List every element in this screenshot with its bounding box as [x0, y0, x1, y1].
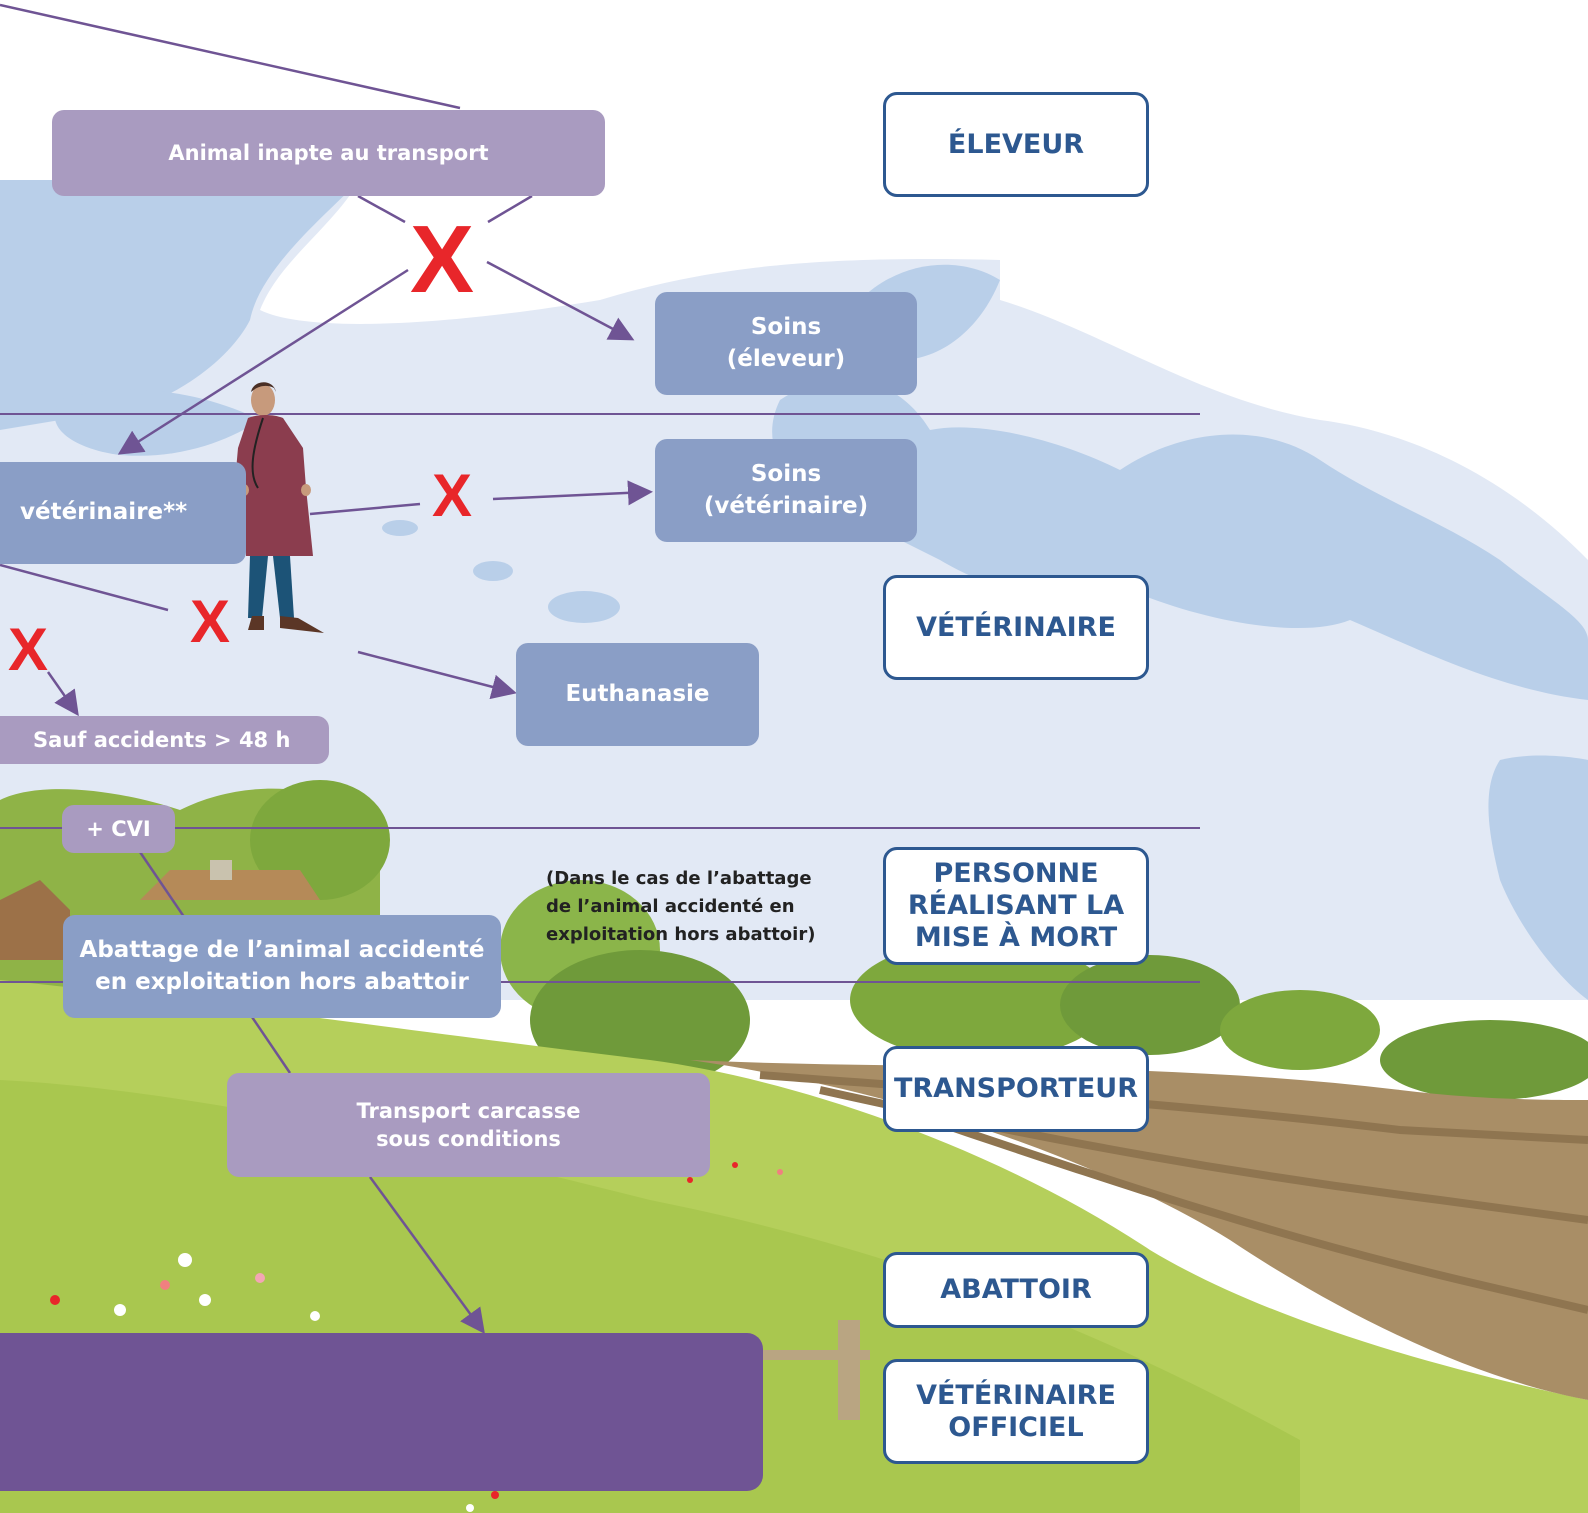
cross-mark-top: X: [410, 206, 475, 313]
cvi-box: + CVI: [62, 805, 175, 853]
inapte-box: Animal inapte au transport: [52, 110, 605, 196]
role-eleveur: ÉLEVEUR: [883, 92, 1149, 197]
soins-veterinaire-box: Soins (vétérinaire): [655, 439, 917, 542]
role-personne-mise-a-mort: PERSONNE RÉALISANT LA MISE À MORT: [883, 847, 1149, 965]
role-veterinaire-officiel: VÉTÉRINAIRE OFFICIEL: [883, 1359, 1149, 1464]
abattage-box: Abattage de l’animal accidenté en exploi…: [63, 915, 501, 1018]
abattage-note: (Dans le cas de l’abattage de l’animal a…: [546, 868, 816, 945]
transport-carcasse-box: Transport carcasse sous conditions: [227, 1073, 710, 1177]
cross-mark-sauf: X: [8, 616, 49, 683]
final-purple-box: [0, 1333, 763, 1491]
cross-mark-soins-vet: X: [432, 462, 473, 529]
sauf-accidents-box: Sauf accidents > 48 h: [0, 716, 329, 764]
euthanasie-box: Euthanasie: [516, 643, 759, 746]
veterinarian-figure: [234, 382, 324, 633]
veterinaire-box: vétérinaire**: [0, 462, 246, 564]
role-transporteur: TRANSPORTEUR: [883, 1046, 1149, 1132]
role-abattoir: ABATTOIR: [883, 1252, 1149, 1328]
cross-mark-euthanasie: X: [190, 588, 231, 655]
soins-eleveur-box: Soins (éleveur): [655, 292, 917, 395]
role-veterinaire: VÉTÉRINAIRE: [883, 575, 1149, 680]
